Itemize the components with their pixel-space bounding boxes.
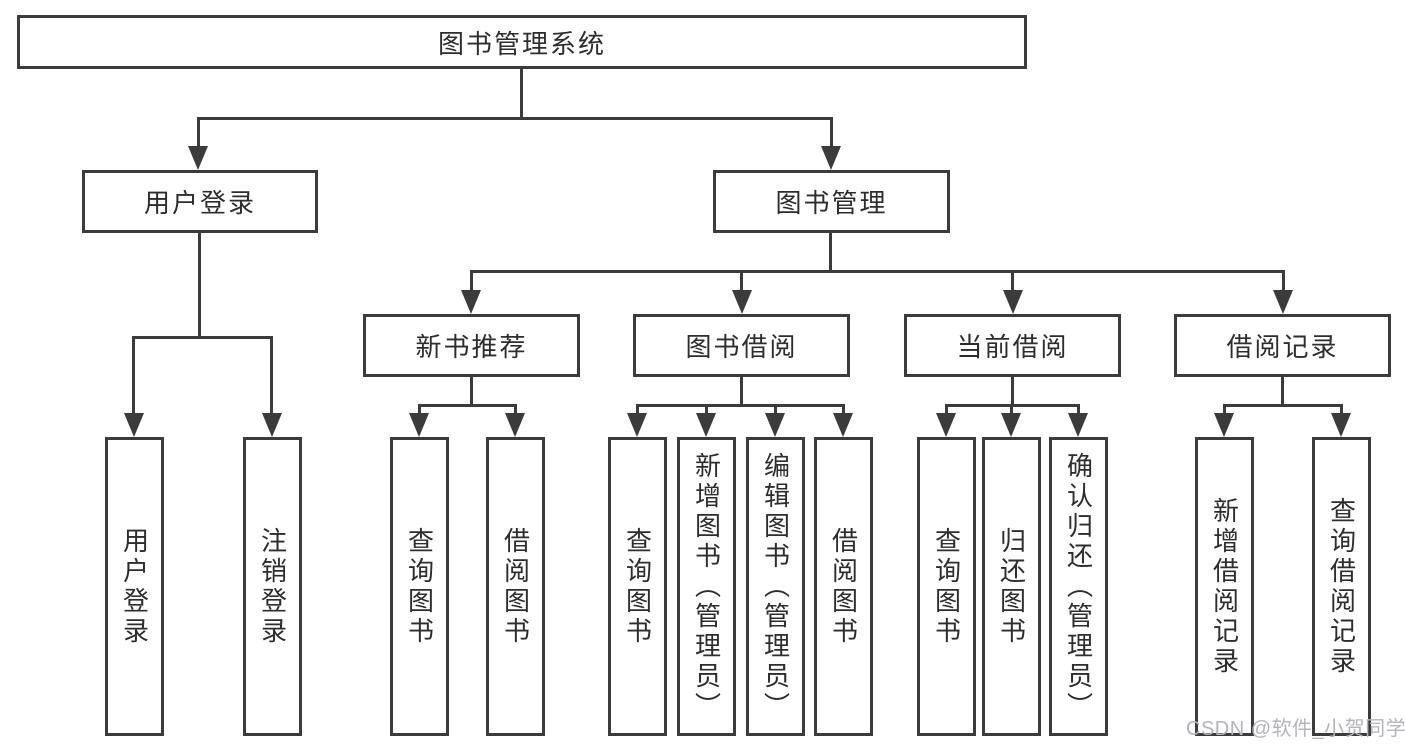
- arrowhead-down-icon: [936, 413, 956, 437]
- leaf-logout: 注销登录: [243, 437, 302, 736]
- leaf-newrec-borrow-books: 借阅图书: [486, 437, 545, 736]
- leaf-records-query-record: 查询借阅记录: [1312, 437, 1371, 736]
- connector-line-bookmgmt-drop: [829, 233, 832, 273]
- node-book-management-label: 图书管理: [775, 188, 888, 218]
- node-current-borrow-label: 当前借阅: [956, 332, 1069, 362]
- arrowhead-down-icon: [1273, 290, 1293, 314]
- arrowhead-down-icon: [821, 146, 841, 170]
- connector-line-br-drop: [1281, 375, 1284, 407]
- node-new-book-recommend-label: 新书推荐: [415, 332, 528, 362]
- arrowhead-down-icon: [1214, 413, 1234, 437]
- csdn-watermark: CSDN @软件_小贺同学: [1186, 718, 1405, 740]
- leaf-borrow-edit-books-label: 编辑图书（管理员）: [760, 451, 791, 722]
- connector-line-bb-drop: [740, 375, 743, 407]
- connector-line-leaf-stub: [418, 404, 421, 418]
- leaf-current-query-books: 查询图书: [917, 437, 976, 736]
- leaf-current-query-books-label: 查询图书: [931, 526, 962, 647]
- arrowhead-down-icon: [765, 413, 785, 437]
- arrowhead-down-icon: [1001, 413, 1021, 437]
- connector-line-leaf-stub: [1223, 404, 1226, 418]
- arrowhead-down-icon: [124, 413, 144, 437]
- node-user-login-label: 用户登录: [143, 188, 256, 218]
- connector-line-leaf-stub: [514, 404, 517, 418]
- arrowhead-down-icon: [409, 413, 429, 437]
- node-book-borrow: 图书借阅: [633, 314, 850, 377]
- connector-line-bookmgmt-stub: [830, 117, 833, 150]
- connector-line-l3-stub: [1011, 270, 1014, 292]
- connector-line-br-h: [1223, 404, 1342, 407]
- arrowhead-down-icon: [627, 413, 647, 437]
- connector-line-leaf-stub: [774, 404, 777, 418]
- arrowhead-down-icon: [833, 413, 853, 437]
- leaf-records-add-record-label: 新增借阅记录: [1209, 496, 1240, 677]
- connector-line-userlogin-stub: [197, 117, 200, 150]
- connector-line-root-drop: [520, 69, 523, 120]
- connector-line-userlogin-drop: [198, 233, 201, 339]
- leaf-newrec-query-books-label: 查询图书: [404, 526, 435, 647]
- connector-line-l3-stub: [740, 270, 743, 292]
- leaf-newrec-borrow-books-label: 借阅图书: [500, 526, 531, 647]
- connector-line-leaf-stub: [945, 404, 948, 418]
- node-current-borrow: 当前借阅: [904, 314, 1121, 377]
- leaf-borrow-query-books: 查询图书: [608, 437, 667, 736]
- leaf-user-login: 用户登录: [105, 437, 164, 736]
- node-borrow-records: 借阅记录: [1174, 314, 1391, 377]
- connector-line-leaf-stub: [842, 404, 845, 418]
- connector-line-leaf-stub: [1340, 404, 1343, 418]
- leaf-borrow-borrow-books: 借阅图书: [814, 437, 873, 736]
- leaf-borrow-add-books-label: 新增图书（管理员）: [691, 451, 722, 722]
- connector-line-userlogin-h: [132, 336, 273, 339]
- arrowhead-down-icon: [1331, 413, 1351, 437]
- arrowhead-down-icon: [732, 290, 752, 314]
- arrowhead-down-icon: [505, 413, 525, 437]
- connector-line-leaf-stub: [636, 404, 639, 418]
- arrowhead-down-icon: [262, 413, 282, 437]
- arrowhead-down-icon: [1068, 413, 1088, 437]
- leaf-current-return-books-label: 归还图书: [996, 526, 1027, 647]
- connector-line-leaf-stub: [1077, 404, 1080, 418]
- connector-line-l3-stub: [470, 270, 473, 292]
- node-borrow-records-label: 借阅记录: [1226, 332, 1339, 362]
- leaf-current-confirm-return-label: 确认归还（管理员）: [1063, 451, 1094, 722]
- arrowhead-down-icon: [188, 146, 208, 170]
- arrowhead-down-icon: [696, 413, 716, 437]
- connector-line-leaf-stub: [132, 336, 135, 415]
- node-root: 图书管理系统: [17, 15, 1027, 69]
- leaf-borrow-query-books-label: 查询图书: [622, 526, 653, 647]
- connector-line-cb-drop: [1011, 375, 1014, 407]
- leaf-user-login-label: 用户登录: [119, 526, 150, 647]
- leaf-logout-label: 注销登录: [257, 526, 288, 647]
- connector-line-leaf-stub: [705, 404, 708, 418]
- arrowhead-down-icon: [461, 290, 481, 314]
- connector-line-bb-h: [636, 404, 845, 407]
- leaf-newrec-query-books: 查询图书: [390, 437, 449, 736]
- leaf-borrow-borrow-books-label: 借阅图书: [828, 526, 859, 647]
- connector-line-l3-stub: [1282, 270, 1285, 292]
- node-new-book-recommend: 新书推荐: [363, 314, 580, 377]
- connector-line-level1-h: [197, 117, 833, 120]
- connector-line-leaf-stub: [270, 336, 273, 415]
- connector-line-nbr-h: [418, 404, 517, 407]
- leaf-current-confirm-return: 确认归还（管理员）: [1049, 437, 1108, 736]
- leaf-records-add-record: 新增借阅记录: [1195, 437, 1254, 736]
- connector-line-level2-h: [470, 270, 1285, 273]
- node-book-borrow-label: 图书借阅: [685, 332, 798, 362]
- node-user-login: 用户登录: [82, 170, 318, 233]
- leaf-borrow-edit-books: 编辑图书（管理员）: [746, 437, 805, 736]
- node-book-management: 图书管理: [713, 170, 950, 233]
- leaf-records-query-record-label: 查询借阅记录: [1326, 496, 1357, 677]
- connector-line-leaf-stub: [1010, 404, 1013, 418]
- connector-line-nbr-drop: [470, 375, 473, 407]
- arrowhead-down-icon: [1003, 290, 1023, 314]
- leaf-current-return-books: 归还图书: [982, 437, 1041, 736]
- node-root-label: 图书管理系统: [437, 28, 606, 59]
- leaf-borrow-add-books: 新增图书（管理员）: [677, 437, 736, 736]
